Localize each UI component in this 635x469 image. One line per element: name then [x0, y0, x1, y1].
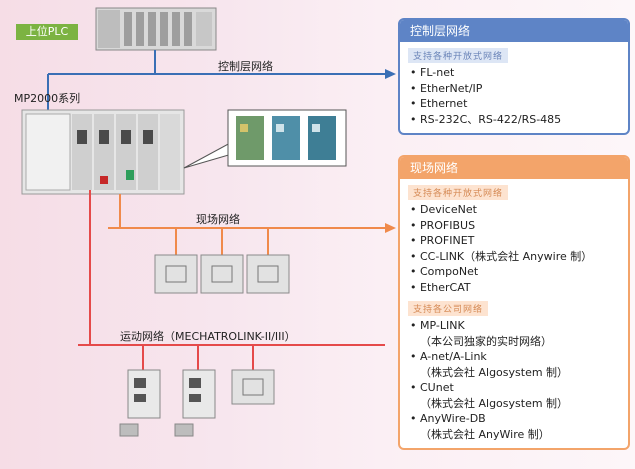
list-item: AnyWire-DB	[410, 411, 628, 427]
control-network-panel: 控制层网络 支持各种开放式网络 FL-net EtherNet/IP Ether…	[398, 18, 630, 135]
motion-network-label: 运动网络（MECHATROLINK-II/III）	[120, 330, 296, 343]
field-panel-title: 现场网络	[400, 157, 628, 179]
list-item-note: （本公司独家的实时网络）	[420, 334, 552, 348]
field-io-module-3	[246, 254, 290, 294]
list-item: MP-LINK	[410, 318, 628, 334]
list-item-note: （株式会社 Algosystem 制）	[420, 365, 569, 379]
list-item: Ethernet	[410, 96, 628, 112]
list-item: PROFINET	[410, 233, 628, 249]
module-cards-callout	[183, 109, 347, 169]
list-item: RS-232C、RS-422/RS-485	[410, 112, 628, 128]
field-network-label: 现场网络	[196, 213, 240, 226]
field-io-module-1	[154, 254, 198, 294]
control-panel-title: 控制层网络	[400, 20, 628, 42]
list-item: PROFIBUS	[410, 218, 628, 234]
upper-plc-label: 上位PLC	[16, 24, 78, 40]
list-item: A-net/A-Link	[410, 349, 628, 365]
list-item: CC-LINK（株式会社 Anywire 制）	[410, 249, 628, 265]
control-network-list: FL-net EtherNet/IP Ethernet RS-232C、RS-4…	[400, 65, 628, 128]
mp2000-label: MP2000系列	[14, 92, 81, 105]
list-item: CUnet	[410, 380, 628, 396]
field-network-arrow	[385, 223, 396, 233]
field-network-panel: 现场网络 支持各种开放式网络 DeviceNet PROFIBUS PROFIN…	[398, 155, 630, 450]
list-item: DeviceNet	[410, 202, 628, 218]
list-item: FL-net	[410, 65, 628, 81]
upper-plc-device	[95, 7, 217, 51]
open-network-list: DeviceNet PROFIBUS PROFINET CC-LINK（株式会社…	[400, 202, 628, 295]
list-item-note: （株式会社 Algosystem 制）	[420, 396, 569, 410]
servo-drive-1	[119, 369, 161, 437]
list-item-note: （株式会社 AnyWire 制）	[420, 427, 550, 441]
control-network-arrow	[385, 69, 396, 79]
control-panel-subtitle: 支持各种开放式网络	[408, 48, 509, 63]
motion-io-module	[231, 369, 275, 405]
list-item: EtherCAT	[410, 280, 628, 296]
list-item: CompoNet	[410, 264, 628, 280]
mp2000-controller	[21, 109, 185, 195]
field-panel-subtitle-open: 支持各种开放式网络	[408, 185, 509, 200]
servo-drive-2	[174, 369, 216, 437]
company-network-list: MP-LINK （本公司独家的实时网络） A-net/A-Link （株式会社 …	[400, 318, 628, 442]
control-network-label: 控制层网络	[218, 60, 273, 73]
list-item: EtherNet/IP	[410, 81, 628, 97]
field-io-module-2	[200, 254, 244, 294]
field-panel-subtitle-company: 支持各公司网络	[408, 301, 489, 316]
